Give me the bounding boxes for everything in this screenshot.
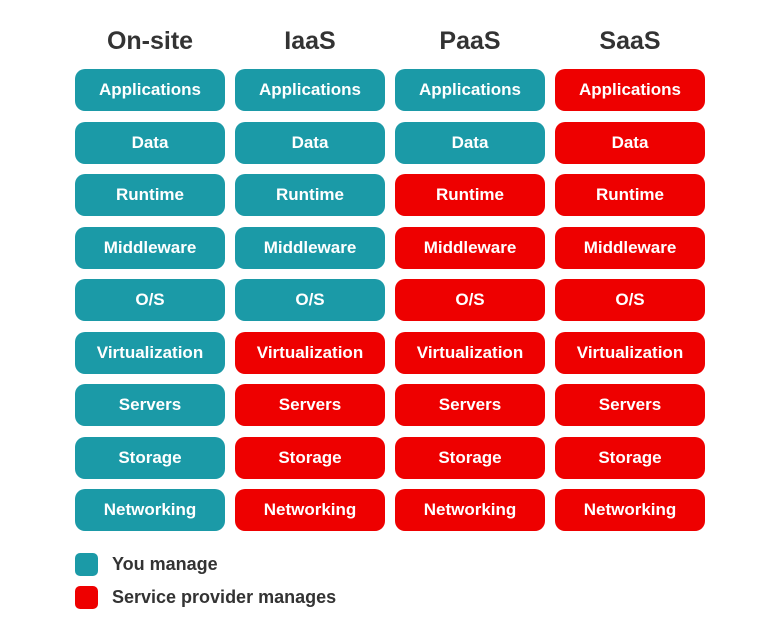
column-title: IaaS (284, 27, 336, 55)
column-title: PaaS (439, 27, 501, 55)
column-title: On-site (106, 27, 194, 55)
cell-runtime: Runtime (75, 174, 225, 216)
cell-networking: Networking (555, 489, 705, 531)
cell-servers: Servers (395, 384, 545, 426)
cell-middleware: Middleware (395, 226, 545, 269)
column-iaas: IaaS Applications Data Runtime Middlewar… (235, 22, 385, 542)
cell-applications: Applications (235, 69, 385, 111)
cell-servers: Servers (555, 384, 705, 426)
cell-runtime: Runtime (235, 174, 385, 216)
legend: You manage Service provider manages (75, 552, 336, 618)
column-on-site: On-site Applications Data Runtime Middle… (75, 22, 225, 542)
cell-middleware: Middleware (75, 226, 225, 269)
legend-item-you-manage: You manage (75, 552, 336, 576)
cell-data: Data (235, 121, 385, 164)
cell-applications: Applications (555, 69, 705, 111)
column-saas: SaaS Applications Data Runtime Middlewar… (555, 22, 705, 542)
legend-label-provider-manages: Service provider manages (112, 586, 337, 607)
cell-virtualization: Virtualization (555, 331, 705, 374)
column-title: SaaS (599, 27, 661, 55)
column-paas: PaaS Applications Data Runtime Middlewar… (395, 22, 545, 542)
cell-servers: Servers (235, 384, 385, 426)
cell-os: O/S (235, 279, 385, 321)
cell-virtualization: Virtualization (235, 331, 385, 374)
cell-storage: Storage (75, 436, 225, 479)
cell-networking: Networking (395, 489, 545, 531)
cell-data: Data (395, 121, 545, 164)
cell-os: O/S (555, 279, 705, 321)
cell-middleware: Middleware (235, 226, 385, 269)
legend-item-provider-manages: Service provider manages (75, 585, 336, 609)
cell-servers: Servers (75, 384, 225, 426)
cell-runtime: Runtime (395, 174, 545, 216)
cell-storage: Storage (235, 436, 385, 479)
cell-storage: Storage (395, 436, 545, 479)
cell-runtime: Runtime (555, 174, 705, 216)
legend-label-you-manage: You manage (112, 553, 218, 574)
cell-os: O/S (395, 279, 545, 321)
legend-swatch-teal (75, 552, 98, 576)
cell-middleware: Middleware (555, 226, 705, 269)
cell-networking: Networking (75, 489, 225, 531)
cell-virtualization: Virtualization (395, 331, 545, 374)
cell-applications: Applications (75, 69, 225, 111)
cell-os: O/S (75, 279, 225, 321)
cell-virtualization: Virtualization (75, 331, 225, 374)
cell-applications: Applications (395, 69, 545, 111)
legend-swatch-red (75, 585, 98, 609)
cell-data: Data (75, 121, 225, 164)
cell-networking: Networking (235, 489, 385, 531)
cell-storage: Storage (555, 436, 705, 479)
cell-data: Data (555, 121, 705, 164)
